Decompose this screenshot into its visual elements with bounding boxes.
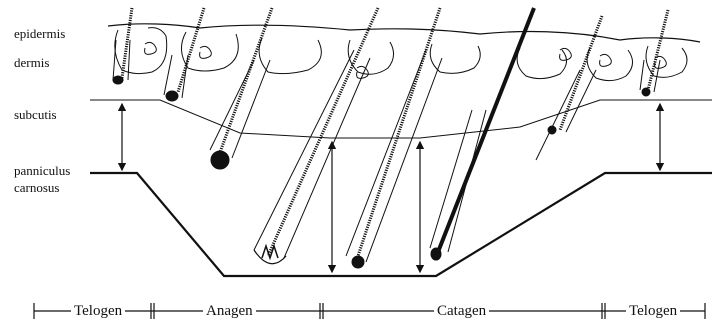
phase-label-catagen: Catagen — [434, 302, 489, 320]
epidermis-label: epidermis — [14, 26, 65, 42]
telogen-follicle-3 — [640, 10, 668, 96]
phase-label-telogen-1: Telogen — [71, 302, 125, 320]
dermis-label: dermis — [14, 55, 49, 71]
sebaceous-glands — [115, 28, 687, 81]
anagen-follicle-2 — [254, 8, 378, 264]
phase-timeline — [34, 303, 705, 319]
telogen-follicle-2 — [164, 8, 204, 101]
carnosus-label: carnosus — [14, 180, 60, 196]
panniculus-label: panniculus — [14, 163, 70, 179]
catagen-follicle-3 — [536, 16, 602, 160]
anagen-follicle-1 — [210, 8, 272, 169]
phase-label-telogen-2: Telogen — [626, 302, 680, 320]
subcutis-boundary-line — [90, 100, 712, 138]
phase-label-anagen: Anagen — [203, 302, 256, 320]
panniculus-carnosus-line — [90, 173, 712, 276]
catagen-follicle-2 — [430, 8, 534, 260]
subcutis-label: subcutis — [14, 107, 57, 123]
